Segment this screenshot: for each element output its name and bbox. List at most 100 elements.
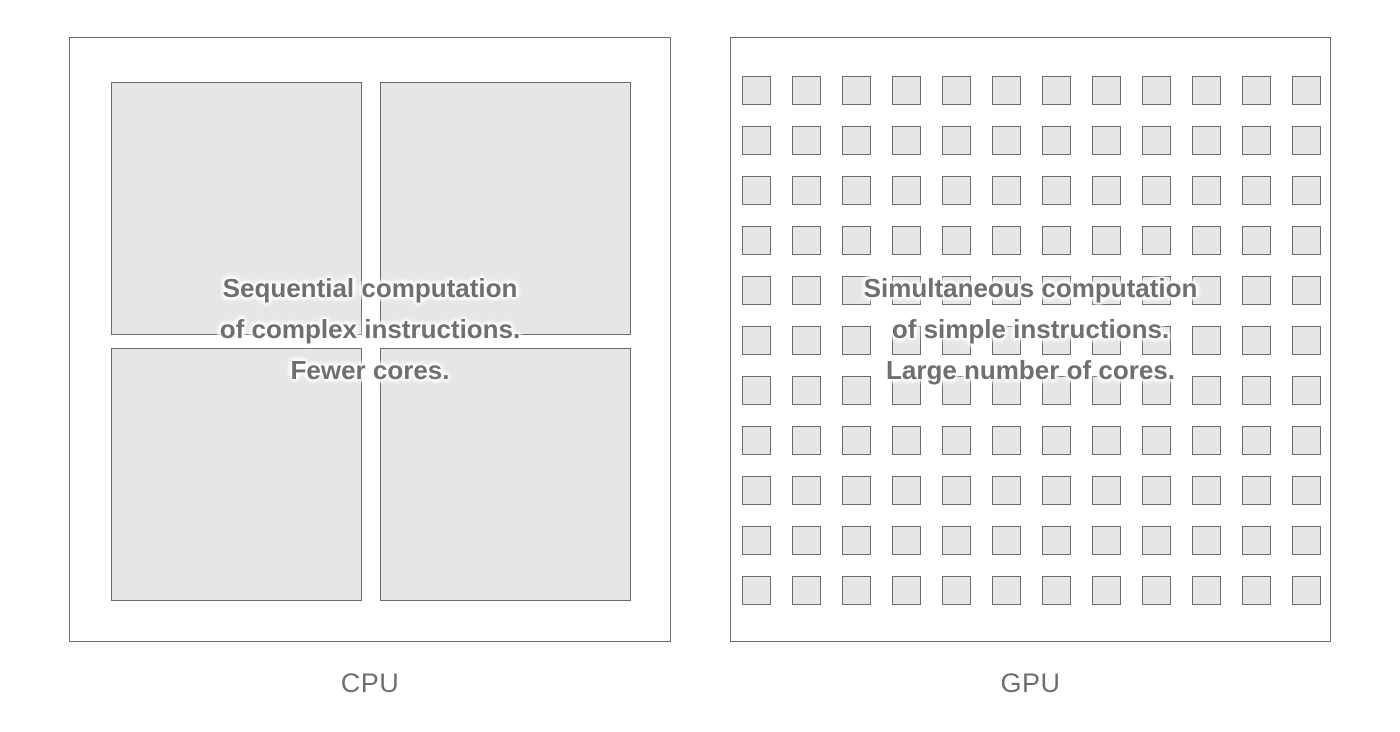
gpu-core (992, 426, 1021, 455)
gpu-core (892, 476, 921, 505)
gpu-core (1142, 426, 1171, 455)
gpu-core (1142, 576, 1171, 605)
gpu-core (842, 226, 871, 255)
gpu-core (1042, 576, 1071, 605)
gpu-core (1292, 476, 1321, 505)
gpu-core (1042, 176, 1071, 205)
gpu-core (942, 176, 971, 205)
gpu-core (1142, 526, 1171, 555)
gpu-core (992, 526, 1021, 555)
gpu-label: GPU (1000, 668, 1061, 698)
cpu-core (380, 82, 631, 335)
gpu-core (1092, 576, 1121, 605)
gpu-core (1192, 176, 1221, 205)
gpu-core (1092, 76, 1121, 105)
gpu-core (1242, 376, 1271, 405)
gpu-core (1192, 276, 1221, 305)
gpu-core (1192, 376, 1221, 405)
gpu-core (842, 276, 871, 305)
gpu-core (1042, 476, 1071, 505)
gpu-core (742, 76, 771, 105)
gpu-core (792, 526, 821, 555)
gpu-core (1242, 76, 1271, 105)
gpu-core (792, 376, 821, 405)
cpu-core (380, 348, 631, 601)
gpu-core (1092, 476, 1121, 505)
gpu-core (892, 576, 921, 605)
gpu-core (1142, 326, 1171, 355)
cpu-core (111, 82, 362, 335)
gpu-core (992, 276, 1021, 305)
gpu-core (742, 426, 771, 455)
gpu-core (1092, 376, 1121, 405)
gpu-core (1242, 126, 1271, 155)
gpu-core (942, 276, 971, 305)
gpu-core (1142, 226, 1171, 255)
gpu-core (1192, 76, 1221, 105)
gpu-core (992, 126, 1021, 155)
gpu-core (742, 276, 771, 305)
gpu-core (942, 226, 971, 255)
gpu-core (792, 126, 821, 155)
gpu-core (742, 126, 771, 155)
gpu-core (942, 526, 971, 555)
gpu-core (1092, 526, 1121, 555)
gpu-core (842, 126, 871, 155)
gpu-core (1242, 526, 1271, 555)
gpu-core (1042, 276, 1071, 305)
gpu-core (1092, 426, 1121, 455)
gpu-core (1192, 226, 1221, 255)
gpu-core (1292, 526, 1321, 555)
gpu-core (1242, 476, 1271, 505)
gpu-core (1292, 576, 1321, 605)
gpu-core (1092, 176, 1121, 205)
gpu-core (1142, 126, 1171, 155)
gpu-core (1042, 126, 1071, 155)
gpu-core (892, 426, 921, 455)
gpu-core (1242, 576, 1271, 605)
gpu-core (1192, 576, 1221, 605)
gpu-core (1092, 226, 1121, 255)
gpu-core (742, 476, 771, 505)
gpu-core (1292, 76, 1321, 105)
gpu-core (992, 576, 1021, 605)
gpu-core (992, 476, 1021, 505)
gpu-core (1042, 76, 1071, 105)
gpu-core (992, 226, 1021, 255)
gpu-core (742, 226, 771, 255)
gpu-core (1142, 176, 1171, 205)
gpu-core (842, 326, 871, 355)
gpu-core (942, 476, 971, 505)
gpu-core (942, 426, 971, 455)
gpu-core (1192, 326, 1221, 355)
gpu-core (1042, 226, 1071, 255)
gpu-core (842, 526, 871, 555)
gpu-core (1292, 426, 1321, 455)
gpu-core (1292, 376, 1321, 405)
gpu-core (742, 176, 771, 205)
gpu-core (1242, 176, 1271, 205)
gpu-core (1092, 276, 1121, 305)
gpu-core (1292, 276, 1321, 305)
cpu-label: CPU (340, 668, 400, 698)
gpu-core (892, 226, 921, 255)
gpu-core (1242, 326, 1271, 355)
gpu-core (842, 426, 871, 455)
gpu-core (942, 326, 971, 355)
gpu-core (792, 176, 821, 205)
gpu-core (1042, 376, 1071, 405)
gpu-core (792, 326, 821, 355)
gpu-core (1142, 276, 1171, 305)
gpu-core (792, 76, 821, 105)
gpu-core (892, 326, 921, 355)
gpu-core (1292, 176, 1321, 205)
gpu-core (1092, 326, 1121, 355)
gpu-core (992, 76, 1021, 105)
gpu-core (892, 276, 921, 305)
gpu-core (742, 576, 771, 605)
gpu-core (1242, 226, 1271, 255)
gpu-core (1292, 126, 1321, 155)
cpu-core (111, 348, 362, 601)
gpu-core (792, 576, 821, 605)
gpu-core (792, 426, 821, 455)
